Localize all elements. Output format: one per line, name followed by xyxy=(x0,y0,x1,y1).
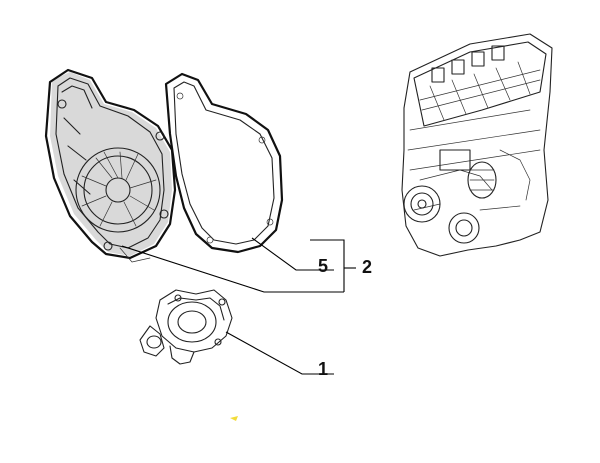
callout-5: 5 xyxy=(318,256,328,276)
crankshaft-pulley xyxy=(403,185,441,223)
accent-mark xyxy=(230,416,238,421)
cylinder-head xyxy=(413,41,547,127)
gasket xyxy=(164,72,284,254)
ac-compressor-pulley xyxy=(448,212,480,244)
callout-2: 2 xyxy=(362,257,372,277)
leader-lines xyxy=(121,237,356,375)
callout-1: 1 xyxy=(318,359,328,379)
water-pump xyxy=(139,289,233,365)
pump-housing-cover xyxy=(44,68,177,263)
leader-housing xyxy=(121,245,344,293)
engine-block xyxy=(407,109,541,211)
engine-assembly xyxy=(401,33,553,257)
leader-gasket xyxy=(251,237,334,271)
leader-pump xyxy=(225,331,334,375)
bracket-2 xyxy=(310,239,345,292)
alternator xyxy=(467,161,497,199)
impeller-vanes xyxy=(81,151,157,227)
